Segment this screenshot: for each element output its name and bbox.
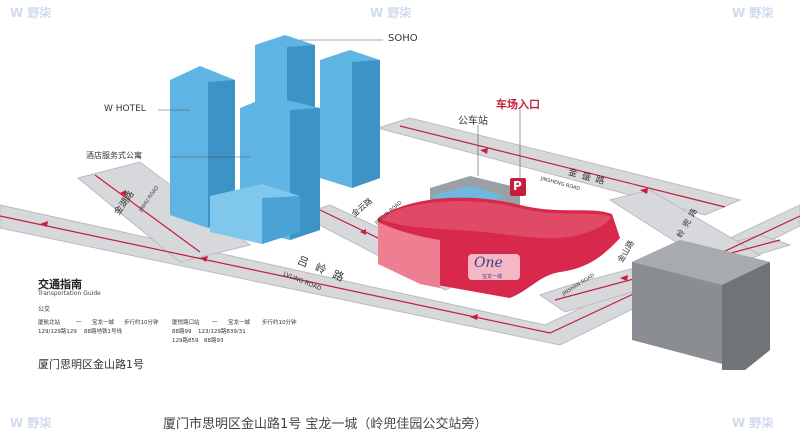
route2-stop: 厦悦路口站 [172,320,200,326]
route2-lines-a: 88路99 [172,329,192,335]
label-bus-station: 公车站 [458,116,488,127]
route1-lines: 129/129路129 [38,329,77,335]
route1-stop: 厦航北站 [38,320,61,326]
watermark-top-left: W 野柒 [10,6,52,20]
guide-title: 交通指南 [38,278,82,291]
watermark-bottom-right: W 野柒 [732,416,774,430]
label-soho: SOHO [388,33,418,44]
route1-dest: 宝龙一城 [92,320,115,326]
watermark-bottom-left: W 野柒 [10,416,52,430]
grey-building [632,240,770,370]
route2-dash: 一 [212,320,218,326]
mall-logo-sub: 宝龙一城 [482,274,503,280]
label-whotel: W HOTEL [104,104,146,114]
route1-metro: 88路地铁1号线 [84,329,122,335]
blue-towers [170,35,380,244]
guide-bus-heading: 公交 [38,306,51,313]
parking-sign [510,178,526,196]
road-jinhu [76,161,252,263]
route1-dash: 一 [76,320,82,326]
map-caption: 厦门市思明区金山路1号 宝龙一城（岭兜佳园公交站旁） [163,417,488,432]
guide-address: 厦门思明区金山路1号 [38,358,144,371]
route2-dest: 宝龙一城 [228,320,251,326]
mall-logo: One [474,255,503,271]
guide-subtitle: Transportation Guide [38,290,101,297]
route2-lines-c: 129路859 [172,338,199,344]
label-parking-entrance: 车场入口 [496,98,540,111]
route2-lines-d: 88路93 [204,338,224,344]
watermark-top-right: W 野柒 [732,6,774,20]
label-apartment: 酒店服务式公寓 [86,151,142,160]
route1-walk: 步行约10分钟 [124,320,159,326]
route2-walk: 步行约10分钟 [262,320,297,326]
watermark-top-center: W 野柒 [370,6,412,20]
parking-icon: P [513,179,522,193]
leader-lines [158,39,521,180]
mall-building [378,197,620,298]
route2-lines-b: 123/129路839/31 [198,329,246,335]
